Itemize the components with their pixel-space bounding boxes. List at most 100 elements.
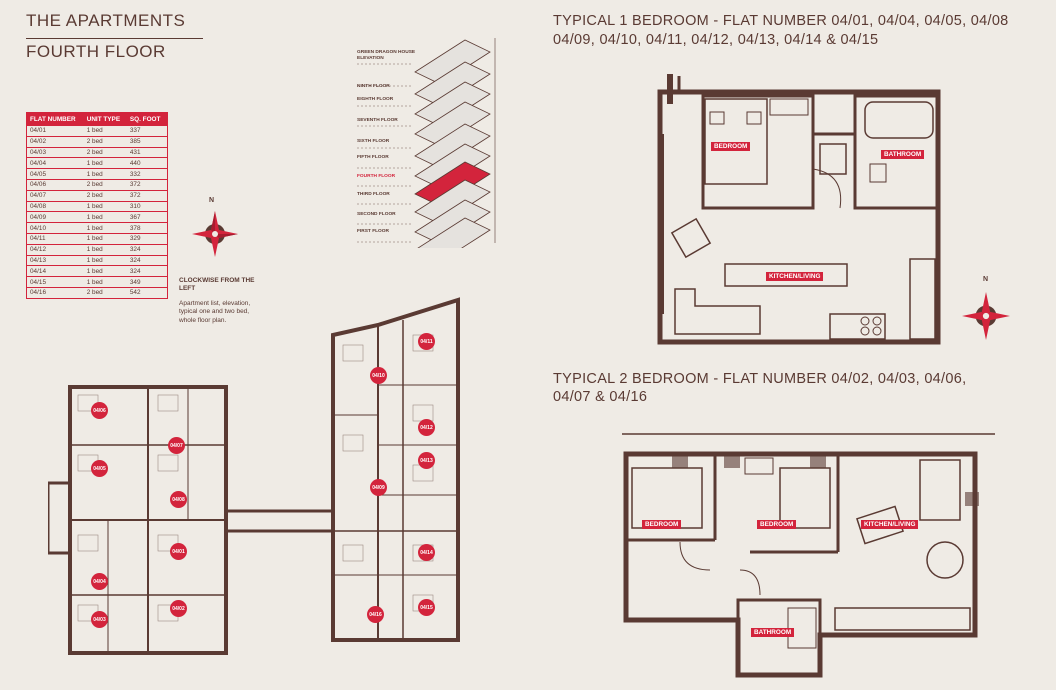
flat-badge: 04/04	[91, 573, 108, 590]
table-header-row: FLAT NUMBER UNIT TYPE SQ. FOOT	[25, 112, 168, 126]
plan-1bed-heading-line2: 04/09, 04/10, 04/11, 04/12, 04/13, 04/14…	[553, 32, 879, 48]
page-title: THE APARTMENTS	[26, 11, 186, 30]
table-cell: 04/12	[25, 244, 84, 256]
table-cell: 324	[126, 244, 168, 256]
room-label-bedroom: BEDROOM	[711, 142, 751, 151]
table-cell: 04/08	[25, 201, 84, 213]
flat-badge: 04/08	[170, 491, 187, 508]
table-cell: 04/04	[25, 157, 84, 170]
north-label: N	[983, 276, 989, 283]
table-cell: 385	[126, 136, 168, 148]
floor-slab	[414, 179, 491, 225]
table-cell: 310	[126, 201, 168, 213]
column-header: UNIT TYPE	[83, 112, 127, 126]
flat-badge: 04/10	[370, 367, 387, 384]
table-cell: 04/09	[25, 211, 84, 224]
column-header: SQ. FOOT	[126, 112, 168, 126]
floor-label: EIGHTH FLOOR	[357, 97, 394, 102]
room-label-bedroom: BEDROOM	[642, 520, 682, 529]
flat-badge: 04/14	[418, 544, 435, 561]
table-cell: 2 bed	[83, 190, 127, 202]
table-cell: 04/16	[25, 287, 84, 299]
floor-label: FIRST FLOOR	[357, 229, 389, 234]
north-label: N	[209, 197, 215, 204]
table-cell: 367	[126, 211, 168, 224]
floor-slab	[414, 123, 491, 169]
table-cell: 1 bed	[83, 168, 127, 180]
plan-2bed-heading-line2: 04/07 & 04/16	[553, 389, 648, 405]
table-cell: 04/03	[25, 147, 84, 159]
table-cell: 2 bed	[83, 179, 127, 191]
two-bedroom-floor-plan	[622, 433, 995, 678]
flat-badge: 04/03	[91, 611, 108, 628]
table-cell: 440	[126, 157, 168, 170]
floor-slab	[417, 217, 491, 248]
table-cell: 324	[126, 255, 168, 267]
title-divider	[26, 38, 203, 39]
table-cell: 431	[126, 147, 168, 159]
table-cell: 372	[126, 179, 168, 191]
table-cell: 1 bed	[83, 126, 127, 137]
table-cell: 1 bed	[83, 276, 127, 288]
flat-badge: 04/13	[418, 452, 435, 469]
table-cell: 332	[126, 168, 168, 180]
table-cell: 324	[126, 265, 168, 278]
table-cell: 1 bed	[83, 265, 127, 278]
table-cell: 04/10	[25, 222, 84, 234]
floor-label: SIXTH FLOOR	[357, 139, 390, 144]
table-cell: 337	[126, 126, 168, 137]
table-cell: 1 bed	[83, 201, 127, 213]
floor-slab	[414, 101, 491, 147]
room-label-kitchen-living: KITCHEN/LIVING	[861, 520, 919, 529]
table-cell: 04/01	[25, 126, 84, 137]
flat-badge: 04/07	[168, 437, 185, 454]
compass-rose-icon	[192, 211, 238, 257]
room-label-bathroom: BATHROOM	[751, 628, 795, 637]
flat-badge: 04/15	[418, 599, 435, 616]
floor-label: SEVENTH FLOOR	[357, 118, 398, 123]
floor-label-highlighted: FOURTH FLOOR	[357, 174, 396, 179]
room-label-kitchen-living: KITCHEN/LIVING	[766, 272, 824, 281]
flat-badge: 04/02	[170, 600, 187, 617]
table-cell: 1 bed	[83, 211, 127, 224]
note-body: Apartment list, elevation, typical one a…	[179, 300, 251, 324]
table-cell: 04/13	[25, 255, 84, 267]
floor-slab	[414, 39, 491, 85]
floor-label: THIRD FLOOR	[357, 192, 390, 197]
table-cell: 378	[126, 222, 168, 234]
page-subtitle: FOURTH FLOOR	[26, 42, 166, 61]
floor-slab	[414, 61, 491, 107]
table-cell: 04/05	[25, 168, 84, 180]
flat-badge: 04/09	[370, 479, 387, 496]
whole-floor-plan	[48, 297, 460, 655]
table-cell: 2 bed	[83, 287, 127, 299]
table-cell: 04/02	[25, 136, 84, 148]
flat-badge: 04/12	[418, 419, 435, 436]
column-header: FLAT NUMBER	[25, 112, 84, 126]
table-cell: 04/07	[25, 190, 84, 202]
table-cell: 04/14	[25, 265, 84, 278]
floor-label: FIFTH FLOOR	[357, 155, 389, 160]
table-cell: 1 bed	[83, 222, 127, 234]
room-label-bathroom: BATHROOM	[881, 150, 925, 159]
table-cell: 2 bed	[83, 147, 127, 159]
flat-badge: 04/06	[91, 402, 108, 419]
table-cell: 1 bed	[83, 157, 127, 170]
flat-badge: 04/11	[418, 333, 435, 350]
table-cell: 04/06	[25, 179, 84, 191]
flat-badge: 04/05	[91, 460, 108, 477]
